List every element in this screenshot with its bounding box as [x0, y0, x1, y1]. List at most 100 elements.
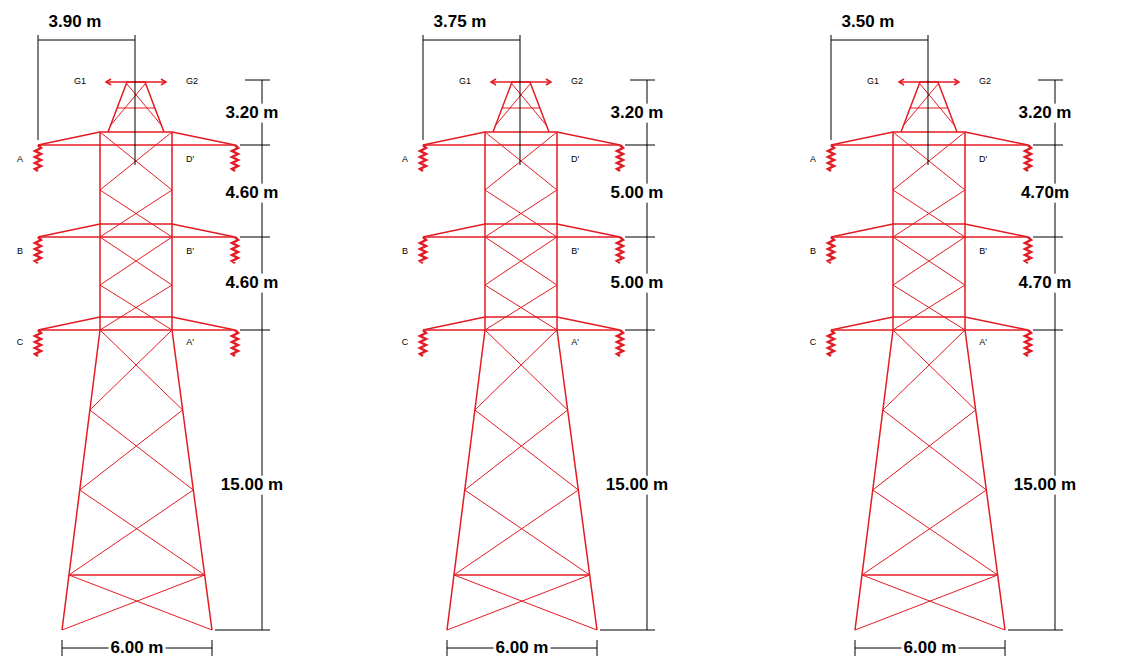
insulator [617, 145, 623, 171]
dimension-line [423, 35, 424, 140]
dimension-tick [240, 330, 270, 331]
dimension-label: 4.60 m [224, 274, 281, 293]
brace [862, 574, 998, 576]
dimension-label: 5.00 m [609, 184, 666, 203]
brace [117, 108, 155, 109]
cross-arm [38, 236, 235, 238]
brace [485, 237, 557, 285]
brace [903, 84, 938, 126]
transmission-tower [828, 35, 1063, 656]
phase-label: B' [570, 247, 580, 257]
dimension-line [928, 35, 929, 165]
dimension-label: 15.00 m [1012, 476, 1078, 495]
brace [485, 190, 557, 237]
dimension-line [38, 40, 135, 41]
dimension-label: 3.90 m [47, 13, 104, 32]
phase-label: D' [185, 155, 195, 165]
phase-label: B' [185, 247, 195, 257]
brace [910, 108, 948, 109]
brace [883, 410, 986, 490]
dimension-tick [855, 640, 856, 656]
ground-wire-end [161, 79, 166, 85]
phase-label: C [16, 338, 25, 348]
brace [893, 132, 965, 190]
insulator [1025, 237, 1031, 263]
brace [893, 285, 965, 330]
dimension-line [135, 35, 136, 165]
brace [873, 490, 998, 575]
dimension-tick [600, 630, 655, 631]
brace [893, 285, 965, 330]
insulator [617, 330, 623, 356]
dimension-label: 6.00 m [109, 639, 166, 658]
ground-wire-label: G2 [978, 77, 992, 87]
tower-leg [965, 132, 1005, 630]
brace [883, 330, 965, 410]
dimension-tick [1033, 237, 1063, 238]
brace [893, 190, 965, 237]
brace [893, 237, 965, 285]
dimension-tick [245, 80, 270, 81]
dimension-label: 6.00 m [494, 639, 551, 658]
ground-wire-end [491, 79, 496, 85]
insulator [1025, 330, 1031, 356]
brace [100, 132, 172, 190]
dimension-tick [1033, 330, 1063, 331]
brace [69, 575, 212, 630]
brace [100, 285, 172, 330]
phase-label: A [16, 155, 24, 165]
brace [485, 285, 557, 330]
brace [100, 190, 172, 237]
brace [100, 190, 172, 237]
dimension-label: 15.00 m [604, 476, 670, 495]
cross-arm [423, 224, 620, 237]
brace [893, 190, 965, 237]
dimension-line [262, 80, 263, 630]
dimension-label: 3.20 m [609, 104, 666, 123]
phase-label: A [401, 155, 409, 165]
cross-arm [38, 329, 235, 331]
ground-wire-bar [899, 81, 959, 83]
dimension-label: 3.20 m [1017, 104, 1074, 123]
dimension-line [831, 40, 928, 41]
cross-arm [831, 144, 1028, 146]
brace [454, 490, 578, 575]
brace [100, 132, 172, 190]
ground-wire-end [546, 79, 551, 85]
brace [920, 84, 955, 126]
cross-arm [423, 144, 620, 146]
dimension-label: 5.00 m [609, 274, 666, 293]
ground-wire-label: G1 [73, 77, 87, 87]
brace [893, 132, 965, 190]
ground-wire-label: G1 [458, 77, 472, 87]
cross-arm [831, 224, 1028, 237]
dimension-tick [630, 80, 655, 81]
brace [862, 490, 986, 575]
cross-arm [831, 329, 1028, 331]
brace [893, 330, 976, 410]
insulator [1025, 145, 1031, 171]
dimension-tick [1033, 145, 1063, 146]
brace [475, 410, 578, 490]
phase-label: D' [978, 155, 988, 165]
cross-arm [423, 236, 620, 238]
dimension-label: 4.70m [1019, 184, 1071, 203]
ground-wire-end [954, 79, 959, 85]
cross-arm [831, 132, 1028, 145]
phase-label: B [16, 247, 24, 257]
dimension-tick [447, 640, 448, 656]
ground-wire-end [899, 79, 904, 85]
brace [90, 330, 172, 410]
brace [127, 84, 162, 126]
brace [485, 285, 557, 330]
dimension-label: 15.00 m [219, 476, 285, 495]
tower-leg [855, 132, 893, 630]
phase-label: A' [185, 338, 195, 348]
insulator [420, 237, 426, 263]
brace [69, 574, 205, 576]
brace [485, 190, 557, 237]
insulator [420, 330, 426, 356]
cross-arm [38, 132, 235, 145]
insulator [828, 237, 834, 263]
